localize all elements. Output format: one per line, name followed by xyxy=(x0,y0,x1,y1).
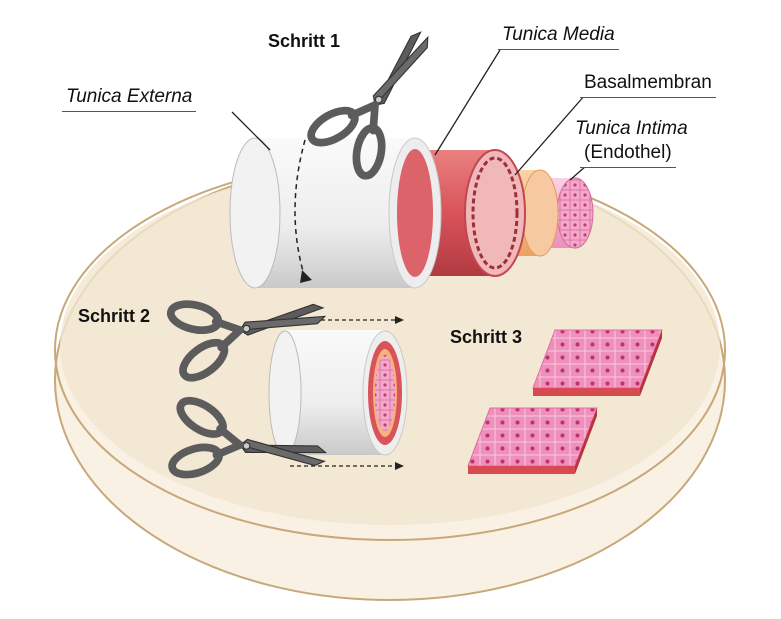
cell-sheet-1 xyxy=(533,330,662,396)
step1-label: Schritt 1 xyxy=(268,30,340,52)
tunica-externa-label: Tunica Externa xyxy=(62,86,196,112)
endothel-label: (Endothel) xyxy=(580,142,676,168)
step2-label: Schritt 2 xyxy=(78,305,150,327)
tunica-media-label: Tunica Media xyxy=(498,24,619,50)
tunica-intima-label: Tunica Intima xyxy=(575,118,688,140)
step3-label: Schritt 3 xyxy=(450,326,522,348)
basalmembran-label: Basalmembran xyxy=(580,72,716,98)
cell-sheet-2 xyxy=(468,408,597,474)
